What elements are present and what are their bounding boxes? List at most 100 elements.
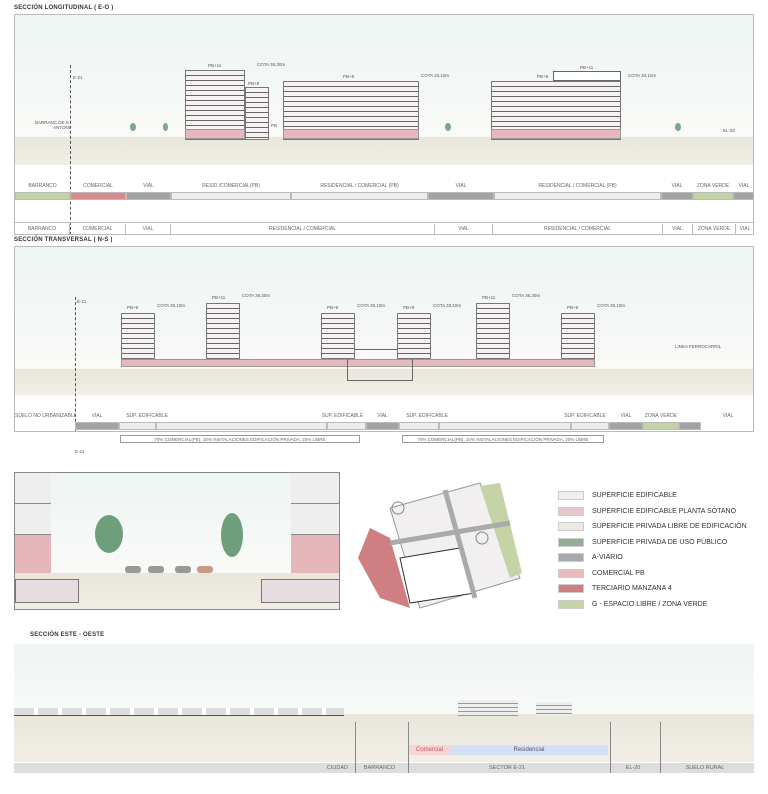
building <box>561 313 595 359</box>
legend-item: SUPERFICIE PRIVADA DE USO PÚBLICO <box>558 537 728 547</box>
legend-swatch <box>558 491 584 500</box>
building-label: PB <box>271 123 278 128</box>
building-label: PB+11 <box>212 295 226 300</box>
cota-label: COTA 36,30m <box>242 293 271 298</box>
cota-label: COTA 36,30m <box>512 293 541 298</box>
zone-label: RESIDENCIAL / COMERCIAL <box>171 224 435 234</box>
legend-swatch <box>558 568 584 578</box>
band-label: RESID./COMERCIAL(PB) <box>202 183 260 189</box>
building <box>397 313 431 359</box>
building-label: PB+9 <box>537 74 549 79</box>
building-label: PB+11 <box>208 63 222 68</box>
building <box>321 313 355 359</box>
legend-item: A-VIARIO <box>558 553 623 562</box>
band-label: VIAL <box>738 183 750 189</box>
building-label: PB+9 <box>403 305 415 310</box>
zone-label: VIAL <box>126 224 171 234</box>
legend-label: SUPERFICIE PRIVADA DE USO PÚBLICO <box>592 538 728 546</box>
zone-label: VIAL <box>663 224 693 234</box>
band-segment <box>609 422 643 430</box>
band-segment <box>693 192 733 200</box>
band-segment <box>15 192 70 200</box>
band-segment <box>171 192 291 200</box>
section-longitudinal-title: SECCIÓN LONGITUDINAL ( E-O ) <box>14 5 114 11</box>
legend-item: COMERCIAL PB <box>558 568 645 578</box>
zone-label: VIAL <box>736 224 753 234</box>
band-segment <box>679 422 701 430</box>
band-label: SUP. EDIFICABLE <box>406 413 448 419</box>
band-label: VIAL <box>143 183 154 189</box>
legend-swatch <box>558 506 584 516</box>
building <box>185 70 245 140</box>
cota-label: COTA 33,10m <box>597 303 626 308</box>
zone-label: RESIDENCIAL / COMERCIAL <box>493 224 663 234</box>
legend-item: TERCIARIO MANZANA 4 <box>558 584 672 593</box>
ferrocarril-label: LINEA FERROCARRIL <box>675 344 722 349</box>
band-segment <box>126 192 171 200</box>
legend-label: TERCIARIO MANZANA 4 <box>592 585 672 592</box>
band-segment <box>119 422 156 430</box>
band-segment <box>156 422 327 430</box>
building-label: PB+9 <box>567 305 579 310</box>
zone-label: SECTOR E-21 <box>489 765 525 771</box>
building <box>476 303 510 359</box>
building-label: PB+9 <box>343 74 355 79</box>
band-segment <box>661 192 693 200</box>
zone-label: CIUDAD <box>326 765 348 771</box>
building <box>206 303 240 359</box>
barranc-label: BARRANC DE S. ANTONI <box>34 120 70 130</box>
building-label: PB+11 <box>580 65 594 70</box>
band-segment <box>70 192 126 200</box>
building <box>245 87 269 140</box>
band-segment <box>571 422 609 430</box>
zone-label: ZONA VERDE <box>693 224 736 234</box>
cota-label: COTA 33,10m <box>421 73 450 78</box>
comercial-zone: Comercial <box>409 745 450 755</box>
section-transversal-panel: E-21 LINEA FERROCARRIL PB+9 COTA 33,10m PB… <box>14 246 754 432</box>
band-label: SUP. EDIFICABLE <box>564 413 606 419</box>
band-segment <box>366 422 399 430</box>
legend-swatch <box>558 522 584 531</box>
site-plan-map <box>358 482 522 609</box>
section-transversal-title: SECCIÓN TRANSVERSAL ( N-S ) <box>14 237 113 243</box>
residencial-zone: Residencial <box>450 745 608 755</box>
usage-note: 70% COMERCIAL(PB), 10% INSTALACIONES EDI… <box>402 435 604 443</box>
legend-item: SUPERFICIE PRIVADA LIBRE DE EDIFICACIÓN <box>558 522 747 531</box>
band-label: RESIDENCIAL / COMERCIAL (PB) <box>320 183 399 189</box>
band-segment <box>327 422 366 430</box>
band-label: VIAL <box>455 183 467 189</box>
zone-label: BARRANCO <box>15 224 70 234</box>
section-este-oeste-panel: Comercial Residencial CIUDAD BARRANCO SECT… <box>14 644 754 774</box>
cota-label: COTA 36,30m <box>257 62 286 67</box>
legend-label: SUPERFICIE PRIVADA LIBRE DE EDIFICACIÓN <box>592 523 747 530</box>
legend-item: SUPERFICIE EDIFICABLE PLANTA SÓTANO <box>558 506 737 516</box>
legend-label: A-VIARIO <box>592 554 623 561</box>
band-label: VIAL <box>671 183 683 189</box>
band-segment <box>439 422 571 430</box>
section-este-oeste-title: SECCIÓN ESTE - OESTE <box>30 632 105 638</box>
building-label: PB+9 <box>327 305 339 310</box>
legend-label: SUPERFICIE EDIFICABLE PLANTA SÓTANO <box>592 507 737 515</box>
zone-label: COMERCIAL <box>70 224 126 234</box>
band-segment <box>494 192 661 200</box>
street-detail <box>14 472 340 610</box>
legend-label: G - ESPACIO LIBRE / ZONA VERDE <box>592 600 708 608</box>
band-label: SUP. EDIFICABLE <box>321 413 364 419</box>
zone-label: BARRANCO <box>363 765 396 771</box>
band-label: ZONA VERDE <box>696 183 730 189</box>
band-segment <box>399 422 439 430</box>
e21-label: E-21 <box>77 299 87 304</box>
zone-label: EL-20 <box>625 765 641 771</box>
e21-label: E-21 <box>73 75 83 80</box>
band-label: SUELO NO URBANIZABLE <box>15 413 75 419</box>
legend-item: SUPERFICIE EDIFICABLE <box>558 491 677 500</box>
legend-item: G - ESPACIO LIBRE / ZONA VERDE <box>558 599 708 609</box>
band-label: VIAL <box>91 413 103 419</box>
band-label: BARRANCO <box>28 183 57 189</box>
usage-note: 70% COMERCIAL(PB), 10% INSTALACIONES EDI… <box>120 435 360 443</box>
legend-swatch <box>558 584 584 593</box>
legend-label: SUPERFICIE EDIFICABLE <box>592 492 677 499</box>
band-label: RESIDENCIAL / COMERCIAL (PB) <box>538 183 617 189</box>
band-label: VIAL <box>377 413 388 419</box>
legend-swatch <box>558 599 584 609</box>
